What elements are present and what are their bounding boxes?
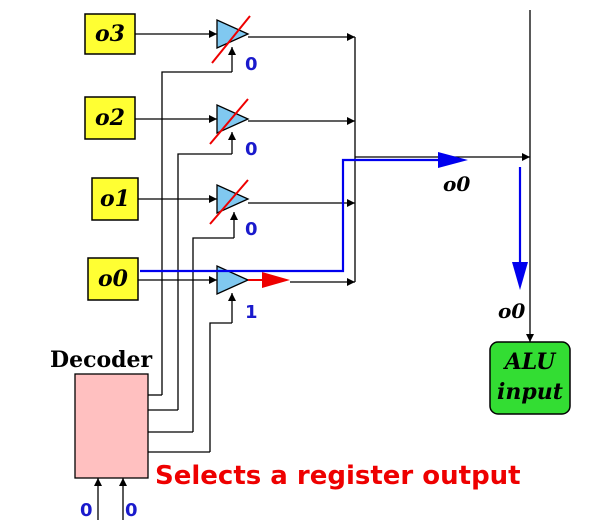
register-row-o2: o2 0 <box>84 96 355 410</box>
active-output-arrow-o0 <box>262 272 290 288</box>
enable-wire-o2 <box>177 153 232 410</box>
alu-box <box>489 341 571 415</box>
alu-input-label: o0 <box>498 299 525 323</box>
decoder-input-0: 0 <box>80 500 93 521</box>
tristate-buffer-o3 <box>216 18 250 50</box>
disabled-slash-o3 <box>211 15 251 64</box>
active-path-arrow <box>438 152 468 168</box>
enable-bit-o2: 0 <box>245 139 258 160</box>
register-label-o1: o1 <box>100 186 130 212</box>
disabled-slash-o1 <box>209 179 249 225</box>
enable-bit-o0: 1 <box>245 302 258 323</box>
enable-wire-o3 <box>161 71 232 395</box>
enable-wire-o0 <box>209 322 232 452</box>
disabled-slash-o2 <box>209 98 249 145</box>
enable-bit-o1: 0 <box>245 219 258 240</box>
register-row-o1: o1 0 <box>91 177 355 432</box>
active-path-highlight <box>140 158 440 273</box>
enable-wire-o1 <box>192 237 234 432</box>
alu-subtitle: input <box>497 379 563 405</box>
register-row-o0: o0 1 <box>87 257 355 452</box>
register-box-o1 <box>91 177 139 221</box>
alu-input-box: ALU input <box>489 341 571 415</box>
decoder: Decoder 0 0 <box>50 347 210 521</box>
caption: Selects a register output <box>155 461 521 491</box>
register-box-o0 <box>87 257 139 301</box>
decoder-box <box>74 373 149 479</box>
register-label-o0: o0 <box>98 266 129 292</box>
enable-bit-o3: 0 <box>245 54 258 75</box>
register-row-o3: o3 0 <box>84 13 355 395</box>
alu-active-arrow <box>512 262 528 290</box>
bus-label: o0 <box>443 172 470 196</box>
register-box-o2 <box>84 96 136 140</box>
decoder-title: Decoder <box>50 347 153 373</box>
alu-title: ALU <box>503 349 557 375</box>
register-label-o3: o3 <box>95 21 125 47</box>
register-box-o3 <box>84 13 136 55</box>
tristate-buffer-o0 <box>216 264 250 296</box>
decoder-input-1: 0 <box>125 500 138 521</box>
register-label-o2: o2 <box>95 105 125 131</box>
